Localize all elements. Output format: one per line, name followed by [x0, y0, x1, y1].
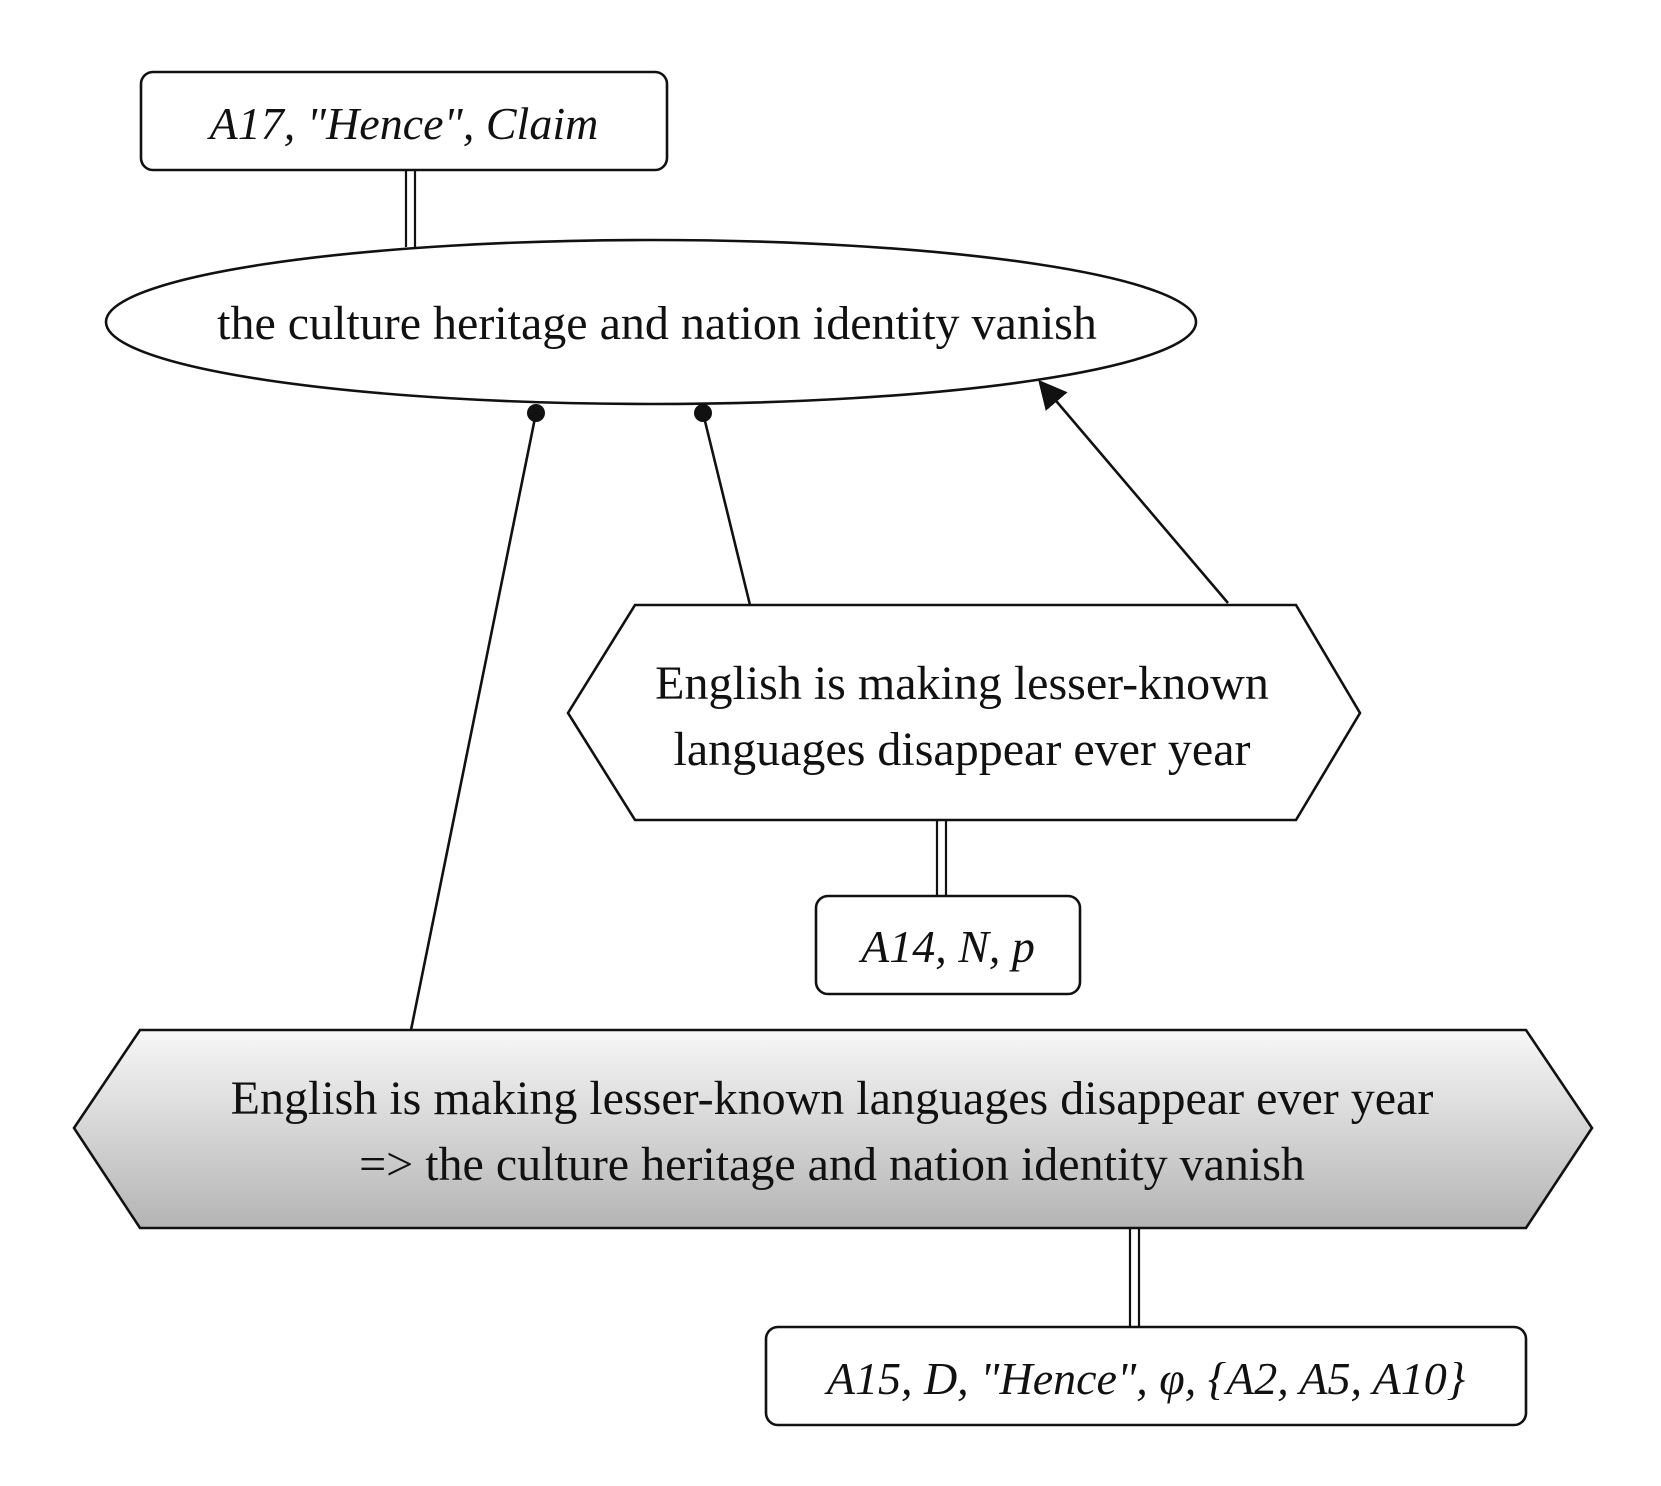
inference-tag-node[interactable]: A15, D, "Hence", φ, {A2, A5, A10}: [764, 1325, 1528, 1427]
premise-label-line-2: languages disappear ever year: [673, 723, 1250, 776]
support-arrow: [1038, 379, 1229, 604]
premise-to-claim-edge: [701, 412, 752, 606]
inference-label-line-1: English is making lesser-known languages…: [231, 1072, 1434, 1125]
claim-tag-connector: [404, 170, 417, 247]
inference-node[interactable]: English is making lesser-known languages…: [72, 1028, 1594, 1230]
inference-to-claim-edge: [409, 412, 538, 1031]
inference-tag-label: A15, D, "Hence", φ, {A2, A5, A10}: [824, 1353, 1465, 1404]
claim-tag-label: A17, "Hence", Claim: [207, 98, 599, 149]
claim-node[interactable]: the culture heritage and nation identity…: [104, 238, 1198, 406]
premise-label-line-1: English is making lesser-known: [655, 657, 1269, 710]
premise-tag-connector: [935, 818, 948, 896]
premise-edge-dot: [694, 404, 712, 422]
inference-label-line-2: => the culture heritage and nation ident…: [359, 1138, 1305, 1191]
claim-label: the culture heritage and nation identity…: [217, 297, 1097, 350]
premise-node[interactable]: English is making lesser-known languages…: [566, 603, 1362, 822]
inference-tag-connector: [1128, 1228, 1141, 1326]
inference-shape: [72, 1028, 1594, 1230]
premise-tag-label: A14, N, p: [858, 921, 1035, 972]
inference-edge-dot: [527, 404, 545, 422]
premise-tag-node[interactable]: A14, N, p: [814, 894, 1082, 996]
claim-tag-node[interactable]: A17, "Hence", Claim: [139, 70, 669, 172]
